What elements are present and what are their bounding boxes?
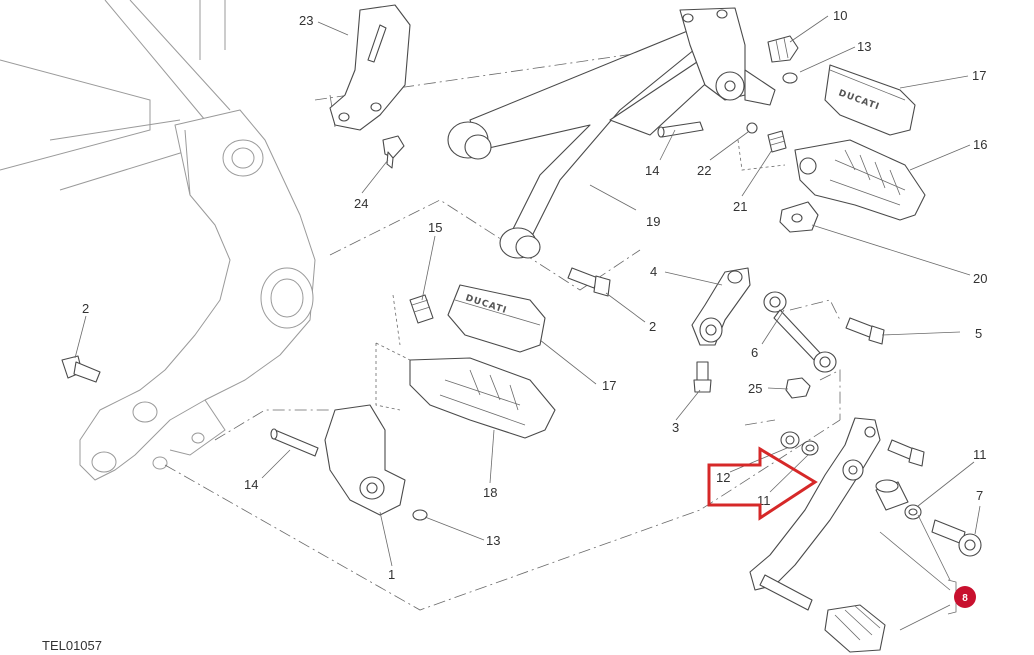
callout-2-left: 2 (82, 301, 89, 316)
callout-11-right: 11 (973, 447, 987, 462)
part-12-washer (780, 431, 800, 449)
part-2-bolt-left (61, 355, 101, 383)
part-8-shift-lever (749, 417, 886, 653)
callout-22: 22 (697, 163, 711, 178)
part-24-bolt (382, 135, 405, 169)
part-21-spring (767, 130, 787, 153)
callout-24: 24 (354, 196, 368, 211)
callout-2-center: 2 (649, 319, 656, 334)
part-4-lever-arm (691, 267, 751, 346)
callout-10: 10 (833, 8, 847, 23)
callout-13-upper: 13 (857, 39, 871, 54)
part-18-footpeg-lower (409, 357, 556, 439)
part-19-hanger-bracket (447, 7, 776, 259)
frame-section (0, 0, 316, 481)
part-22-ball (746, 122, 758, 134)
callout-3: 3 (672, 420, 679, 435)
part-2-bolt-center (567, 267, 611, 297)
part-17-footpeg-rubber-lower: DUCATI (447, 284, 546, 353)
part-13-circlip-lower (412, 509, 428, 521)
callout-7: 7 (976, 488, 983, 503)
callout-23: 23 (299, 13, 313, 28)
part-6-linkage-rod (763, 291, 837, 373)
part-14-pin-upper (657, 121, 704, 138)
callout-5: 5 (975, 326, 982, 341)
callout-13-lower: 13 (486, 533, 500, 548)
red-arrow-icon (707, 446, 818, 521)
badge-label: 8 (962, 593, 968, 604)
part-5-bolt (845, 317, 885, 345)
part-7-pivot-bolt (931, 519, 982, 557)
callout-4: 4 (650, 264, 657, 279)
part-8-badge[interactable]: 8 (954, 586, 976, 608)
callout-14-lower: 14 (244, 477, 258, 492)
callout-14-upper: 14 (645, 163, 659, 178)
part-13-circlip-upper (782, 72, 798, 84)
callout-16: 16 (973, 137, 987, 152)
part-1-footpeg-bracket (324, 404, 406, 516)
callout-labels: 23 10 13 17 16 14 22 21 19 24 20 15 2 4 … (82, 8, 987, 582)
part-16-footpeg-upper (794, 139, 926, 221)
part-17-footpeg-rubber-upper: DUCATI (824, 64, 916, 136)
highlight-arrow (707, 446, 818, 521)
part-10-rubber-damper (767, 35, 799, 63)
callout-1: 1 (388, 567, 395, 582)
callout-19: 19 (646, 214, 660, 229)
part-11-washer-right (904, 504, 922, 520)
leader-lines (74, 15, 981, 631)
part-23-bracket (329, 4, 411, 131)
drawing-code: TEL01057 (42, 638, 102, 653)
part-11-washer-left (801, 440, 819, 456)
callout-25: 25 (748, 381, 762, 396)
callout-20: 20 (973, 271, 987, 286)
callout-6: 6 (751, 345, 758, 360)
part-bolt-lever (887, 439, 925, 467)
callout-21: 21 (733, 199, 747, 214)
part-15-return-spring (409, 294, 434, 324)
callout-17-upper: 17 (972, 68, 986, 83)
part-3-bolt (693, 361, 712, 393)
callout-17-lower: 17 (602, 378, 616, 393)
part-14-pin-lower (270, 428, 319, 457)
part-20-detent-block (779, 201, 819, 233)
part-25-nut (785, 377, 811, 399)
callout-18: 18 (483, 485, 497, 500)
callout-15: 15 (428, 220, 442, 235)
callout-12: 12 (716, 470, 730, 485)
part-spacer-bush (875, 479, 909, 511)
